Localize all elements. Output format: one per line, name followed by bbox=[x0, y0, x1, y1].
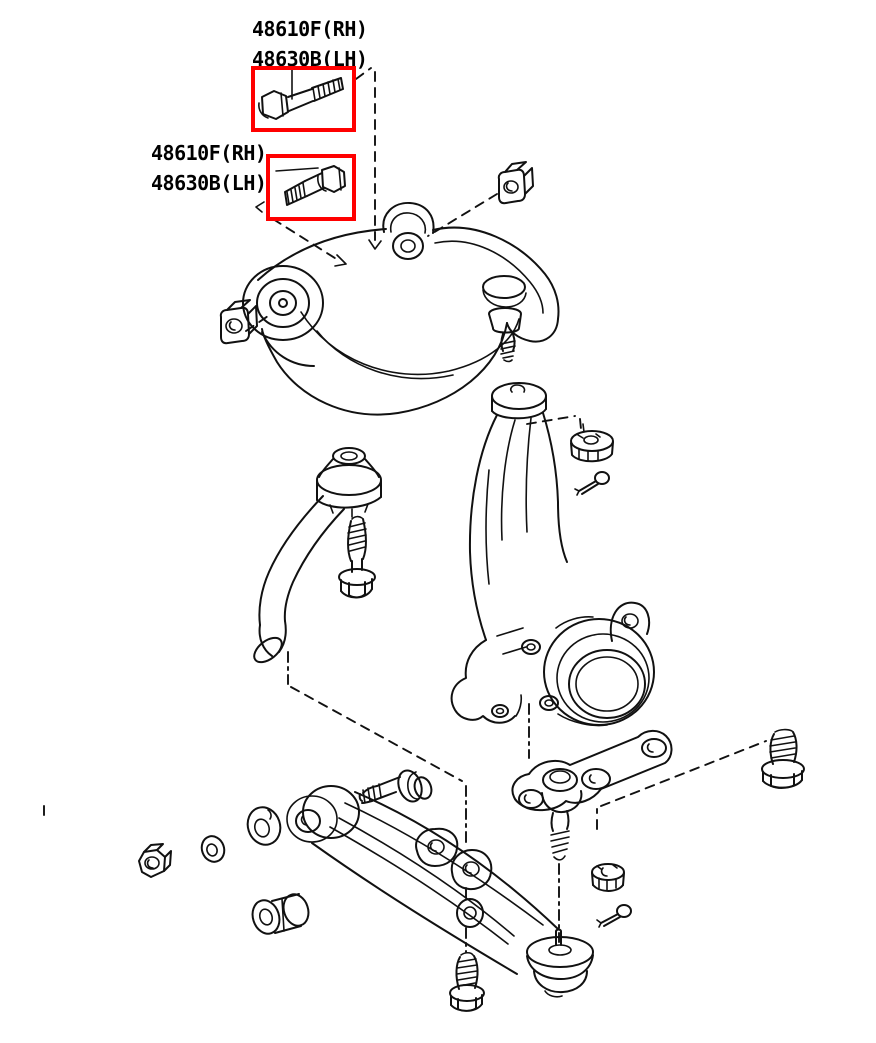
washer-small bbox=[200, 835, 226, 863]
highlight-box-top[interactable] bbox=[251, 66, 356, 132]
upper-control-arm bbox=[242, 201, 560, 416]
highlight-box-left[interactable] bbox=[266, 154, 356, 221]
cam-nut-right bbox=[497, 161, 534, 205]
camber-adjust-bolt-top bbox=[258, 68, 344, 120]
camber-adjust-bolt-left bbox=[275, 165, 346, 206]
steering-knuckle bbox=[450, 382, 655, 727]
cotter-pin-lower bbox=[596, 904, 632, 928]
lower-arm-bolt bbox=[358, 769, 433, 804]
strut-bar-mount-bolt bbox=[338, 515, 376, 599]
castle-nut-upper bbox=[570, 423, 614, 463]
part-number-label-top[interactable]: 48610F(RH) 48630B(LH) bbox=[252, 14, 368, 74]
knuckle-arm bbox=[511, 729, 673, 861]
part-number-rh[interactable]: 48610F(RH) bbox=[151, 141, 267, 165]
part-number-lh[interactable]: 48630B(LH) bbox=[151, 171, 267, 195]
strut-bar bbox=[253, 447, 382, 664]
lock-nut bbox=[138, 843, 172, 878]
lower-control-arm bbox=[286, 785, 594, 998]
part-number-rh[interactable]: 48610F(RH) bbox=[252, 17, 368, 41]
bracket-bolt-bottom bbox=[449, 951, 485, 1012]
retainer-washer bbox=[246, 806, 282, 846]
knuckle-arm-bolt bbox=[761, 728, 805, 789]
leader-lines bbox=[43, 67, 767, 953]
castle-nut-lower bbox=[591, 863, 625, 892]
part-number-label-left[interactable]: 48610F(RH) 48630B(LH) bbox=[151, 138, 267, 198]
cam-nut-left bbox=[219, 299, 258, 345]
cotter-pin-upper bbox=[574, 471, 610, 496]
arm-bushing bbox=[251, 893, 310, 935]
